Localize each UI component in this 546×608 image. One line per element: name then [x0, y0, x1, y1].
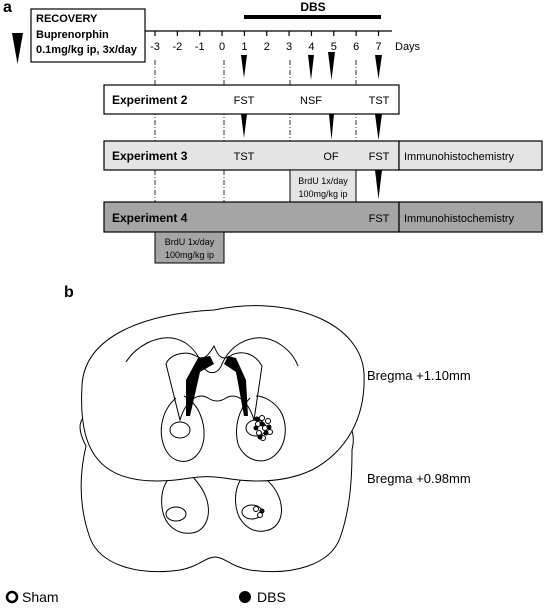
bregma-bottom-label: Bregma +0.98mm: [367, 471, 471, 486]
dbs-placement: [259, 508, 265, 514]
experiment-4-test-fst: FST: [369, 213, 390, 225]
timeline-tick-label: 7: [375, 41, 381, 53]
placements-bottom: [253, 506, 265, 518]
experiment-3-test-of: OF: [323, 151, 339, 163]
experiment-2-test-tst: TST: [369, 95, 390, 107]
brain-top-ventricle-left: [186, 356, 214, 416]
placements-top: [253, 415, 273, 441]
brdu-box-exp4: BrdU 1x/day 100mg/kg ip: [154, 231, 225, 264]
experiment-4-ihc-box: [398, 201, 543, 233]
experiment-4-fill: [103, 201, 400, 233]
experiment-3-fill: [103, 140, 400, 171]
dbs-placement: [266, 424, 272, 430]
timeline-tick-label: 1: [241, 41, 247, 53]
timeline-tick-label: 2: [264, 41, 270, 53]
timeline-tick-label: 6: [353, 41, 359, 53]
sham-placement: [259, 415, 265, 421]
event-markers-axis: [241, 52, 382, 80]
brdu-exp4-line1: BrdU 1x/day: [165, 237, 215, 247]
brdu-exp4-line2: 100mg/kg ip: [165, 250, 214, 260]
brdu-exp3-line1: BrdU 1x/day: [298, 176, 348, 186]
timeline-tick-label: -1: [195, 41, 205, 53]
brain-section-top: [81, 305, 365, 482]
recovery-title: RECOVERY: [36, 13, 98, 25]
recovery-dose: 0.1mg/kg ip, 3x/day: [36, 44, 138, 56]
brain-top-ventricle-right: [224, 356, 248, 416]
brdu-box-exp3: BrdU 1x/day 100mg/kg ip: [289, 169, 357, 204]
timeline-tick-label: 3: [286, 41, 292, 53]
bregma-top-label: Bregma +1.10mm: [367, 368, 471, 383]
dbs-period-bar: [244, 15, 381, 19]
experiment-3-followup: Immunohistochemistry: [404, 151, 515, 163]
experiment-3-ihc-box: [398, 140, 543, 171]
dbs-placement: [259, 421, 265, 427]
timeline-tick-label: 5: [331, 41, 337, 53]
experiment-3-test-fst: FST: [369, 151, 390, 163]
event-markers-exp2: [241, 114, 382, 140]
recovery-start-marker: [12, 33, 23, 64]
experiment-2-fill: [103, 84, 400, 115]
dbs-placement: [263, 430, 269, 436]
experiment-2-bar: Experiment 2 FST NSF TST: [103, 84, 400, 115]
legend-sham-label: Sham: [22, 589, 59, 605]
sham-placement: [253, 506, 259, 512]
days-unit-label: Days: [395, 41, 421, 53]
panel-b-label: b: [64, 284, 74, 301]
experiment-3-bar: Experiment 3 TST OF FST Immunohistochemi…: [103, 140, 543, 171]
legend: Sham DBS: [5, 589, 286, 605]
dbs-placement: [257, 434, 263, 440]
experiment-4-bar: Experiment 4 FST Immunohistochemistry: [103, 201, 543, 233]
timeline-tick-label: 0: [219, 41, 225, 53]
brdu-exp3-line2: 100mg/kg ip: [298, 189, 347, 199]
event-marker-exp3: [375, 170, 382, 199]
timeline-tick-label: -2: [172, 41, 182, 53]
dbs-placement: [253, 425, 259, 431]
experiment-3-name: Experiment 3: [112, 149, 188, 163]
experiment-4-followup: Immunohistochemistry: [404, 213, 515, 225]
dbs-placement: [254, 416, 260, 422]
legend-dbs-label: DBS: [257, 589, 286, 605]
experiment-2-name: Experiment 2: [112, 93, 188, 107]
experiment-3-test-tst: TST: [234, 151, 255, 163]
experiment-4-name: Experiment 4: [112, 211, 188, 225]
experiment-2-test-fst: FST: [234, 95, 255, 107]
timeline-tick-label: 4: [308, 41, 314, 53]
legend-dbs-symbol: [239, 591, 251, 603]
dbs-label: DBS: [300, 0, 325, 14]
recovery-box: RECOVERY Buprenorphin 0.1mg/kg ip, 3x/da…: [30, 8, 146, 63]
experiment-2-test-nsf: NSF: [300, 95, 322, 107]
recovery-drug: Buprenorphin: [36, 29, 109, 41]
timeline-tick-label: -3: [150, 41, 160, 53]
timeline-ticks: -3 -2 -1 0 1 2 3 4 5 6 7: [150, 31, 382, 53]
sham-placement: [265, 418, 271, 424]
panel-a-label: a: [3, 0, 12, 16]
legend-sham-symbol: [5, 590, 19, 604]
